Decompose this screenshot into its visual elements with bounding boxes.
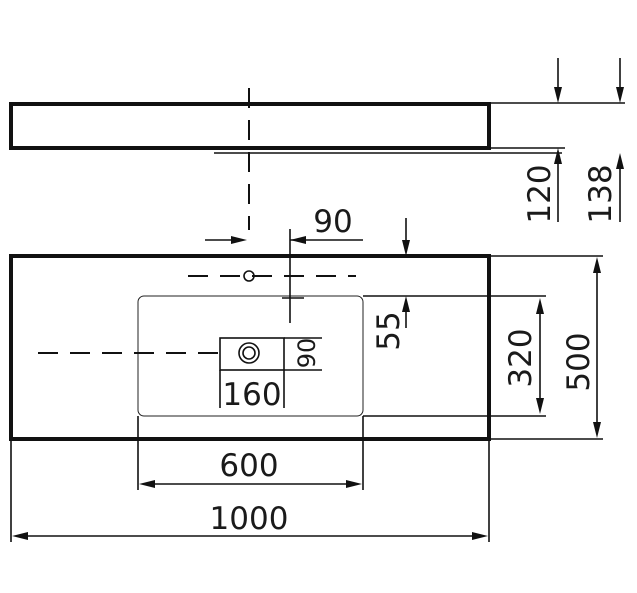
dim-label-90-drain: 90 [293,338,321,369]
countertop-outline [9,254,491,441]
dim-label-90-top: 90 [313,204,352,240]
basin-outline [137,295,364,417]
dim-label-320: 320 [503,328,539,387]
dim-label-160: 160 [222,377,281,413]
dim-label-1000: 1000 [210,501,289,537]
dim-label-55: 55 [371,311,407,350]
dim-basin-depth: 320 [363,298,546,417]
dim-slab-thickness: 120 [522,58,562,224]
plan-view: 90 55 160 90 320 [9,204,603,542]
dim-tap-offset-y: 55 [363,218,546,351]
dim-total-width: 1000 [10,441,490,542]
drain-frame [219,337,285,371]
dim-label-120: 120 [522,164,558,223]
drain-inner [242,346,256,360]
dim-tap-offset-x: 90 [205,204,363,323]
dim-label-138: 138 [583,164,619,223]
dim-label-600: 600 [219,448,278,484]
dim-label-500: 500 [561,332,597,391]
dim-drain-size: 160 90 [219,337,322,413]
dim-total-depth: 500 [489,255,603,440]
dim-overall-height: 138 [583,58,624,224]
drain-outer [238,342,260,364]
side-view: 120 138 [9,58,625,230]
dim-basin-width: 600 [137,416,364,490]
